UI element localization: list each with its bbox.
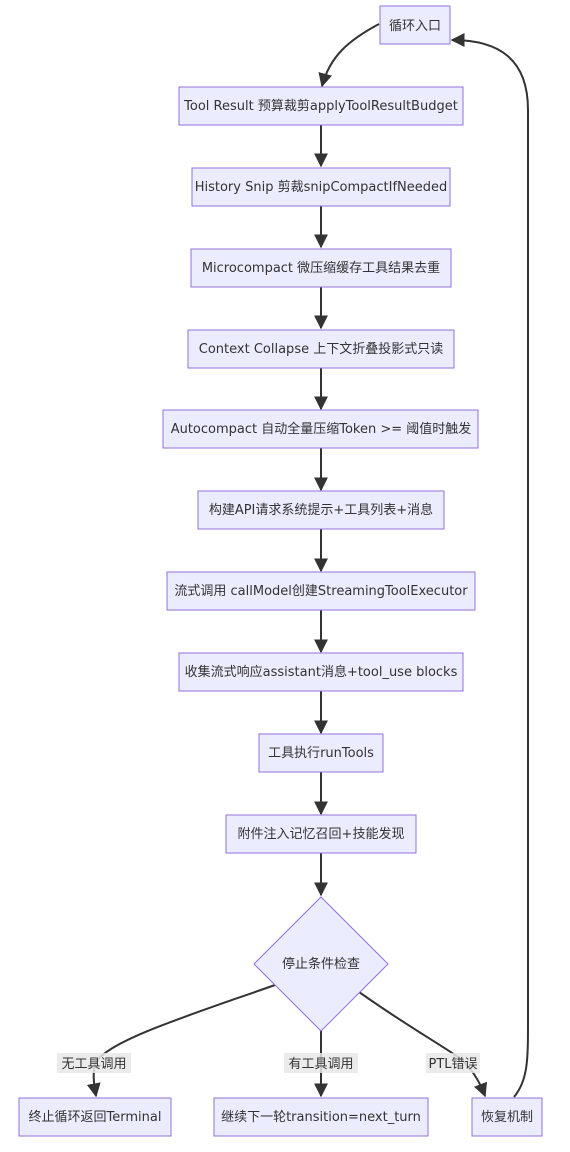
svg-text:恢复机制: 恢复机制 <box>481 1110 533 1125</box>
node-next-turn: 继续下一轮transition=next_turn <box>213 1097 429 1137</box>
node-history-snip: History Snip 剪裁snipCompactIfNeeded <box>191 167 451 207</box>
svg-text:无工具调用: 无工具调用 <box>61 1057 126 1072</box>
svg-text:构建API请求系统提示+工具列表+消息: 构建API请求系统提示+工具列表+消息 <box>209 502 433 518</box>
svg-text:继续下一轮transition=next_turn: 继续下一轮transition=next_turn <box>221 1110 421 1125</box>
edge-recovery-to-entry <box>450 33 529 1098</box>
svg-text:Context Collapse 上下文折叠投影式只读: Context Collapse 上下文折叠投影式只读 <box>199 341 443 357</box>
node-tool-result-budget: Tool Result 预算裁剪applyToolResultBudget <box>178 86 464 126</box>
svg-text:收集流式响应assistant消息+tool_use blo: 收集流式响应assistant消息+tool_use blocks <box>185 664 458 680</box>
node-recovery: 恢复机制 <box>471 1097 543 1137</box>
node-build-request: 构建API请求系统提示+工具列表+消息 <box>197 490 445 530</box>
svg-text:附件注入记忆召回+技能发现: 附件注入记忆召回+技能发现 <box>238 826 405 842</box>
node-run-tools: 工具执行runTools <box>258 733 384 773</box>
svg-text:Microcompact 微压缩缓存工具结果去重: Microcompact 微压缩缓存工具结果去重 <box>202 260 440 276</box>
svg-text:循环入口: 循环入口 <box>389 19 441 34</box>
node-context-collapse: Context Collapse 上下文折叠投影式只读 <box>187 329 455 369</box>
svg-text:Tool Result 预算裁剪applyToolResul: Tool Result 预算裁剪applyToolResultBudget <box>183 98 458 114</box>
edge-label-has-tools: 有工具调用 <box>284 1053 358 1073</box>
node-autocompact: Autocompact 自动全量压缩Token >= 阈值时触发 <box>162 409 479 449</box>
node-collect-response: 收集流式响应assistant消息+tool_use blocks <box>178 652 464 692</box>
edge-label-ptl-error: PTL错误 <box>426 1053 480 1073</box>
svg-text:有工具调用: 有工具调用 <box>288 1057 353 1072</box>
svg-text:流式调用 callModel创建StreamingToolE: 流式调用 callModel创建StreamingToolExecutor <box>174 584 468 599</box>
svg-text:History Snip 剪裁snipCompactIfNe: History Snip 剪裁snipCompactIfNeeded <box>195 179 448 195</box>
node-terminate: 终止循环返回Terminal <box>18 1097 172 1137</box>
node-microcompact: Microcompact 微压缩缓存工具结果去重 <box>190 248 452 288</box>
svg-text:停止条件检查: 停止条件检查 <box>282 956 360 972</box>
node-streaming-call: 流式调用 callModel创建StreamingToolExecutor <box>166 571 476 611</box>
edge-stop-to-recovery <box>358 991 488 1098</box>
svg-text:PTL错误: PTL错误 <box>428 1057 477 1072</box>
svg-text:工具执行runTools: 工具执行runTools <box>268 746 374 761</box>
svg-text:终止循环返回Terminal: 终止循环返回Terminal <box>29 1109 162 1125</box>
node-stop-check: 停止条件检查 <box>253 896 389 1032</box>
node-attachments: 附件注入记忆召回+技能发现 <box>225 814 417 854</box>
edge-stop-to-terminate <box>86 984 276 1098</box>
svg-text:Autocompact 自动全量压缩Token >= 阈值时: Autocompact 自动全量压缩Token >= 阈值时触发 <box>171 421 472 437</box>
edge-label-no-tools: 无工具调用 <box>57 1053 131 1073</box>
node-loop-entry: 循环入口 <box>379 5 451 45</box>
edge-entry-to-budget <box>318 23 380 88</box>
